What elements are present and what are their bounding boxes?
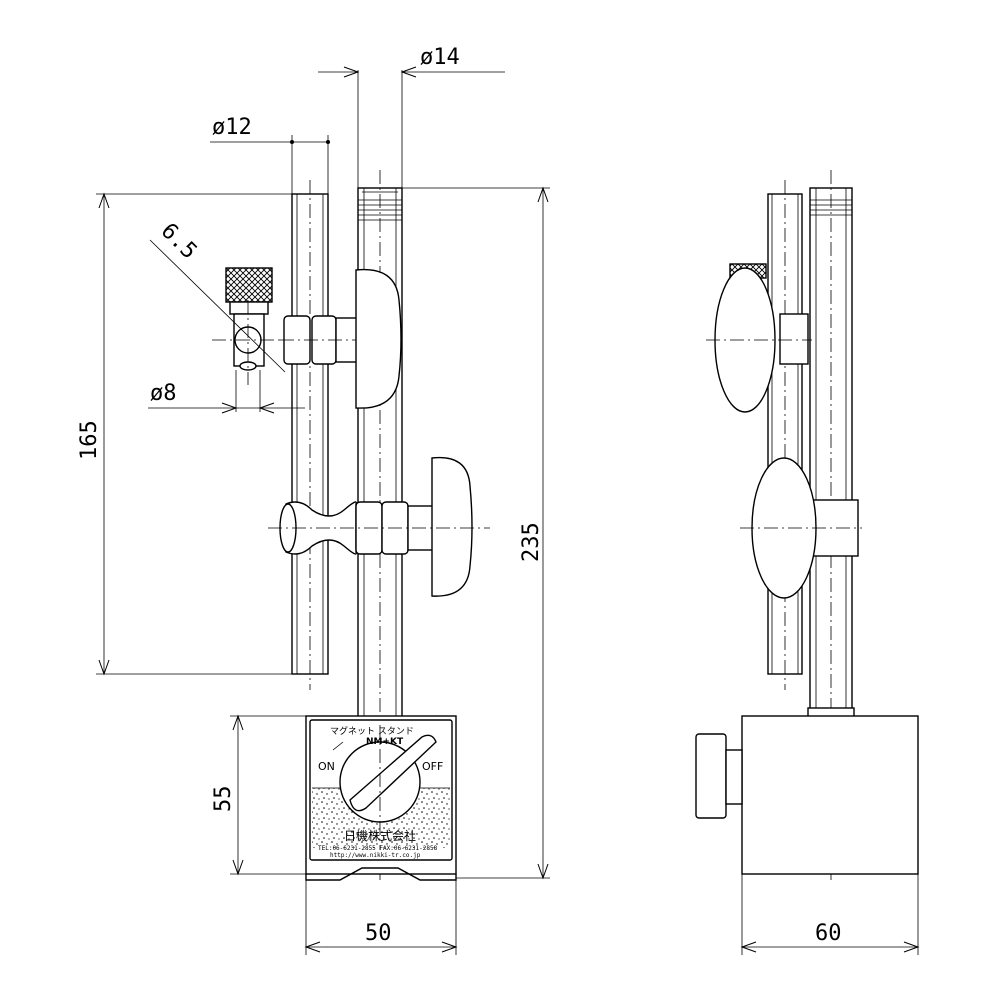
side-switch-knob	[695, 733, 727, 819]
plate-title: マグネット スタンド	[330, 725, 414, 737]
upper-clamp-handle	[355, 268, 402, 409]
dim-base-width: 50	[365, 921, 392, 946]
side-view	[695, 170, 919, 880]
dimension-lines	[96, 66, 920, 955]
dim-rod-diameter: ø14	[420, 45, 460, 70]
plate-labels: マグネット スタンド NM+KT ON OFF 日機株式会社 TEL:06-62…	[318, 725, 443, 859]
dim-side-depth: 60	[815, 921, 842, 946]
side-secondary-rod	[767, 180, 803, 690]
magnet-base	[305, 715, 457, 881]
lower-clamp	[268, 456, 490, 597]
plate-company: 日機株式会社	[344, 828, 416, 843]
dim-clamp-rod-diameter: ø12	[212, 115, 252, 140]
dim-base-height: 55	[211, 786, 236, 813]
front-view	[212, 170, 490, 881]
side-base	[741, 715, 919, 875]
plate-url: http://www.nikki-tr.co.jp	[330, 852, 421, 859]
knurled-knob	[225, 267, 273, 303]
dim-angle: 6.5	[156, 219, 202, 265]
plate-tel-fax: TEL:06-6231-2855 FAX:06-6231-2858	[318, 845, 438, 852]
plate-model: NM+KT	[366, 737, 404, 747]
secondary-rod	[291, 180, 329, 690]
plate-off: OFF	[422, 760, 443, 773]
dim-tip-diameter: ø8	[150, 381, 177, 406]
plate-on: ON	[318, 760, 335, 773]
dim-total-height: 235	[519, 522, 544, 562]
indicator-holder	[212, 267, 402, 409]
dim-arm-length: 165	[77, 420, 102, 460]
switch-lever	[349, 734, 437, 812]
dimension-labels: ø14 ø12 6.5 ø8 165 235 55 50 60	[77, 45, 842, 946]
lower-clamp-handle	[431, 456, 473, 597]
